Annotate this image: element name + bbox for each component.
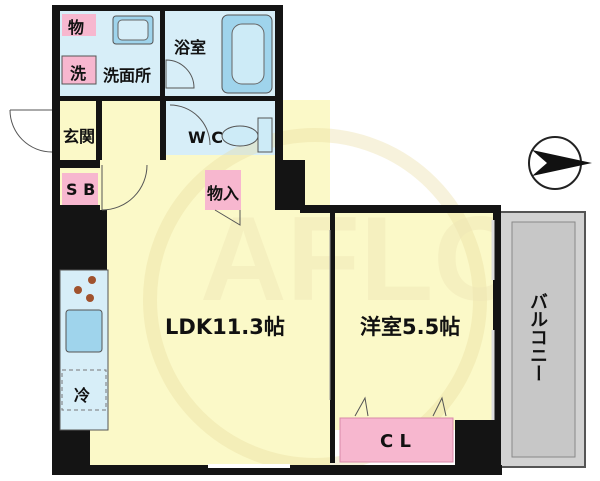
ldk-label: LDK11.3帖 bbox=[165, 315, 285, 339]
north-arrow-icon bbox=[528, 136, 592, 190]
shoe-box-label: S B bbox=[66, 180, 96, 199]
closet-label: C L bbox=[380, 431, 411, 452]
western-room-label: 洋室5.5帖 bbox=[360, 315, 461, 339]
storage-top-label: 物 bbox=[68, 18, 85, 37]
sink-icon bbox=[65, 309, 103, 353]
stove-icon bbox=[74, 276, 96, 302]
door-swing-icon bbox=[9, 109, 241, 226]
walls bbox=[52, 5, 502, 475]
entrance-label: 玄関 bbox=[63, 127, 96, 146]
washer-label: 洗 bbox=[70, 64, 87, 83]
washroom-label: 洗面所 bbox=[103, 66, 152, 85]
fridge-label: 冷 bbox=[74, 386, 91, 405]
balcony-label: バルコニー bbox=[527, 292, 548, 382]
watermark-text: AFLO bbox=[200, 192, 527, 326]
wc-label: W C bbox=[188, 128, 223, 147]
bathroom-label: 浴室 bbox=[174, 38, 207, 57]
storage-mid-label: 物入 bbox=[207, 184, 240, 203]
toilet-icon bbox=[221, 117, 273, 153]
